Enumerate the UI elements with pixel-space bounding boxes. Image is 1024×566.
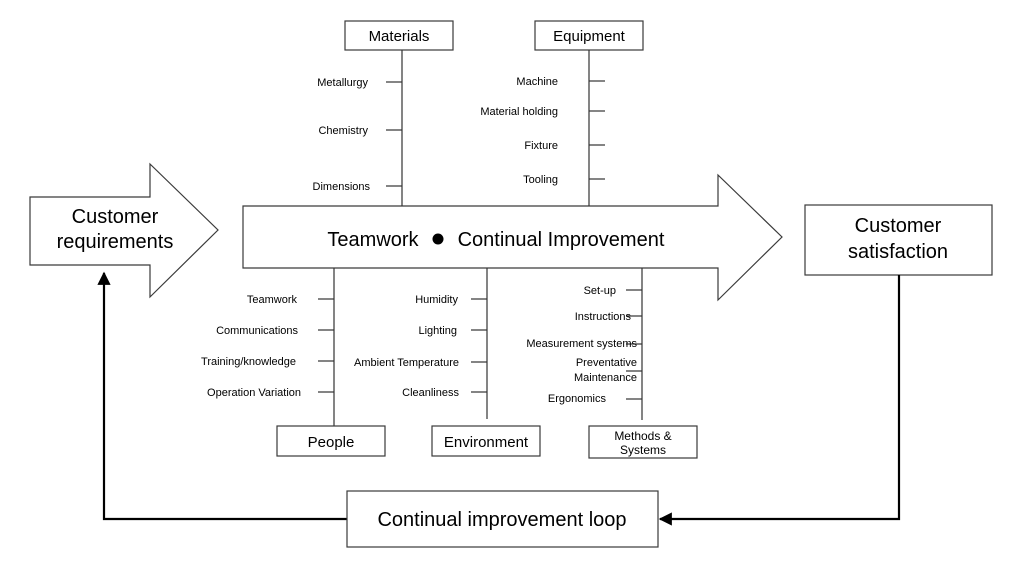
central-arrow: Teamwork Continual Improvement — [242, 173, 783, 302]
cause-operation-variation: Operation Variation — [207, 387, 301, 399]
cause-tooling: Tooling — [523, 174, 558, 186]
equipment-branch: Equipment Machine Material holding Fixtu… — [480, 20, 644, 206]
materials-label: Materials — [369, 28, 430, 45]
customer-satisfaction-line2: satisfaction — [848, 241, 948, 263]
cause-humidity: Humidity — [415, 294, 458, 306]
cause-teamwork: Teamwork — [247, 294, 298, 306]
customer-requirements-arrow: Customer requirements — [29, 162, 219, 299]
cause-dimensions: Dimensions — [313, 181, 371, 193]
cause-ambient-temperature: Ambient Temperature — [354, 357, 459, 369]
people-branch: Teamwork Communications Training/knowled… — [201, 268, 386, 457]
loop-line-left — [97, 271, 347, 521]
cause-metallurgy: Metallurgy — [317, 77, 368, 89]
loop-box — [346, 490, 659, 548]
environment-label: Environment — [444, 434, 529, 451]
cause-maintenance: Maintenance — [574, 372, 637, 384]
methods-label-line2: Systems — [620, 443, 666, 457]
cause-material-holding: Material holding — [480, 106, 558, 118]
methods-label-line1: Methods & — [614, 429, 671, 443]
cause-instructions: Instructions — [575, 311, 632, 323]
cause-set-up: Set-up — [584, 285, 616, 297]
cause-measurement-systems: Measurement systems — [526, 338, 637, 350]
cause-fixture: Fixture — [524, 140, 558, 152]
improvement-loop: Continual improvement loop — [97, 271, 901, 548]
equipment-label: Equipment — [553, 28, 626, 45]
cause-lighting: Lighting — [418, 325, 457, 337]
materials-branch: Materials Metallurgy Chemistry Dimension… — [313, 20, 454, 206]
loop-line-right — [658, 275, 901, 526]
customer-satisfaction-box: Customer satisfaction — [804, 204, 993, 276]
cause-machine: Machine — [516, 76, 558, 88]
bullet-dot-icon — [432, 233, 444, 245]
central-arrow-label-right: Continual Improvement — [458, 229, 665, 251]
cause-chemistry: Chemistry — [318, 125, 368, 137]
people-label: People — [308, 434, 355, 451]
central-arrow-label-left: Teamwork — [327, 229, 419, 251]
cause-training-knowledge: Training/knowledge — [201, 356, 296, 368]
cause-ergonomics: Ergonomics — [548, 393, 607, 405]
cause-communications: Communications — [216, 325, 298, 337]
customer-satisfaction-line1: Customer — [855, 215, 942, 237]
customer-requirements-line2: requirements — [57, 231, 174, 253]
loop-box-label: Continual improvement loop — [377, 509, 626, 531]
methods-branch: Set-up Instructions Measurement systems … — [526, 268, 698, 459]
environment-branch: Humidity Lighting Ambient Temperature Cl… — [354, 268, 541, 457]
cause-cleanliness: Cleanliness — [402, 387, 459, 399]
cause-preventative: Preventative — [576, 357, 637, 369]
customer-requirements-line1: Customer — [72, 206, 159, 228]
